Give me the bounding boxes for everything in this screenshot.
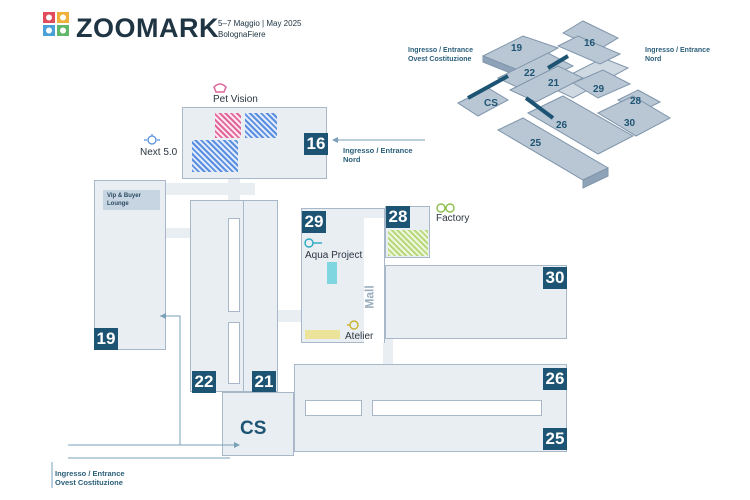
nord-line-1: Ingresso / Entrance	[343, 146, 413, 155]
entrance-ovest-label: Ingresso / Entrance Ovest Costituzione	[55, 469, 125, 487]
event-dates: 5–7 Maggio | May 2025 BolognaFiere	[218, 18, 301, 40]
vip-lounge-label: Vip & Buyer Lounge	[107, 192, 141, 208]
arrow-icon	[234, 442, 240, 448]
overview-cs: CS	[484, 98, 498, 109]
aqua-icon	[304, 238, 322, 248]
factory-area	[388, 230, 428, 256]
atelier-label: Atelier	[345, 331, 374, 342]
pet-vision-area	[215, 113, 241, 138]
hall-number-16: 16	[304, 133, 328, 155]
corridor-19-22	[165, 228, 195, 238]
hall-22-inner-2	[228, 322, 240, 384]
hall-number-22: 22	[192, 371, 216, 393]
ov-ovest-line-1: Ingresso / Entrance	[408, 47, 473, 54]
next-area	[192, 140, 238, 172]
overview-21: 21	[548, 78, 560, 89]
overview-entrance-nord: Ingresso / Entrance Nord	[645, 46, 710, 64]
overview-connector-3	[546, 54, 570, 70]
atelier-icon	[347, 320, 359, 330]
pet-vision-icon	[213, 83, 227, 93]
aqua-area	[327, 262, 337, 284]
vip-line-2: Lounge	[107, 201, 129, 207]
aqua-label: Aqua Project	[305, 250, 363, 261]
overview-map: 19 16 22 21 CS 29 Mall 28 30 26 25	[456, 20, 672, 189]
vip-lounge-area	[103, 190, 160, 210]
overview-30: 30	[624, 118, 636, 129]
hall-21[interactable]	[243, 200, 278, 392]
brand-name: ZOOMARK	[76, 13, 219, 43]
corridor-21-29	[275, 310, 303, 322]
ovest-line-1: Ingresso / Entrance	[55, 469, 125, 478]
hall-number-25: 25	[543, 428, 567, 450]
overview-connector-1	[467, 74, 509, 100]
next-label: Next 5.0	[140, 147, 178, 158]
hall-number-21: 21	[252, 371, 276, 393]
factory-icon	[436, 203, 455, 213]
nord-line-2: Nord	[343, 155, 361, 164]
pet-vision-label: Pet Vision	[213, 94, 258, 105]
overview-19: 19	[511, 43, 523, 54]
vip-line-1: Vip & Buyer	[107, 193, 141, 199]
ovest-line-2: Ovest Costituzione	[55, 478, 123, 487]
hall-number-30: 30	[543, 267, 567, 289]
cs-label: CS	[240, 418, 267, 439]
ov-ovest-line-2: Ovest Costituzione	[408, 56, 472, 63]
factory-label: Factory	[436, 213, 470, 224]
entrance-nord-label: Ingresso / Entrance Nord	[343, 146, 413, 164]
overview-mall: Mall	[584, 99, 600, 108]
mall-area	[364, 218, 384, 343]
hall-number-28: 28	[386, 206, 410, 228]
logo-icon	[43, 12, 69, 36]
arrow-icon-2	[160, 313, 166, 319]
route-to-19	[160, 315, 181, 445]
hall-26-inner-1	[305, 400, 362, 416]
hall-30[interactable]	[385, 265, 567, 339]
overview-26: 26	[556, 120, 568, 131]
ov-nord-line-2: Nord	[645, 56, 662, 63]
atelier-area	[305, 330, 340, 339]
overview-16: 16	[584, 38, 596, 49]
corridor-mall	[383, 315, 393, 365]
overview-28: 28	[630, 96, 642, 107]
venue-text: BolognaFiere	[218, 30, 266, 39]
ov-nord-line-1: Ingresso / Entrance	[645, 47, 710, 54]
hall-number-26: 26	[543, 368, 567, 390]
overview-22: 22	[524, 68, 536, 79]
arrow-icon-3	[332, 137, 338, 143]
next-icon	[144, 134, 160, 145]
overview-connector-2	[524, 96, 555, 120]
hall-26-inner-2	[372, 400, 542, 416]
hall-number-19: 19	[94, 328, 118, 350]
overview-25: 25	[530, 138, 542, 149]
hall-number-29: 29	[302, 211, 326, 233]
dates-text: 5–7 Maggio | May 2025	[218, 19, 302, 28]
next-area-top	[245, 113, 277, 138]
overview-entrance-ovest: Ingresso / Entrance Ovest Costituzione	[408, 46, 473, 64]
hall-22-inner	[228, 218, 240, 312]
overview-29: 29	[593, 84, 605, 95]
